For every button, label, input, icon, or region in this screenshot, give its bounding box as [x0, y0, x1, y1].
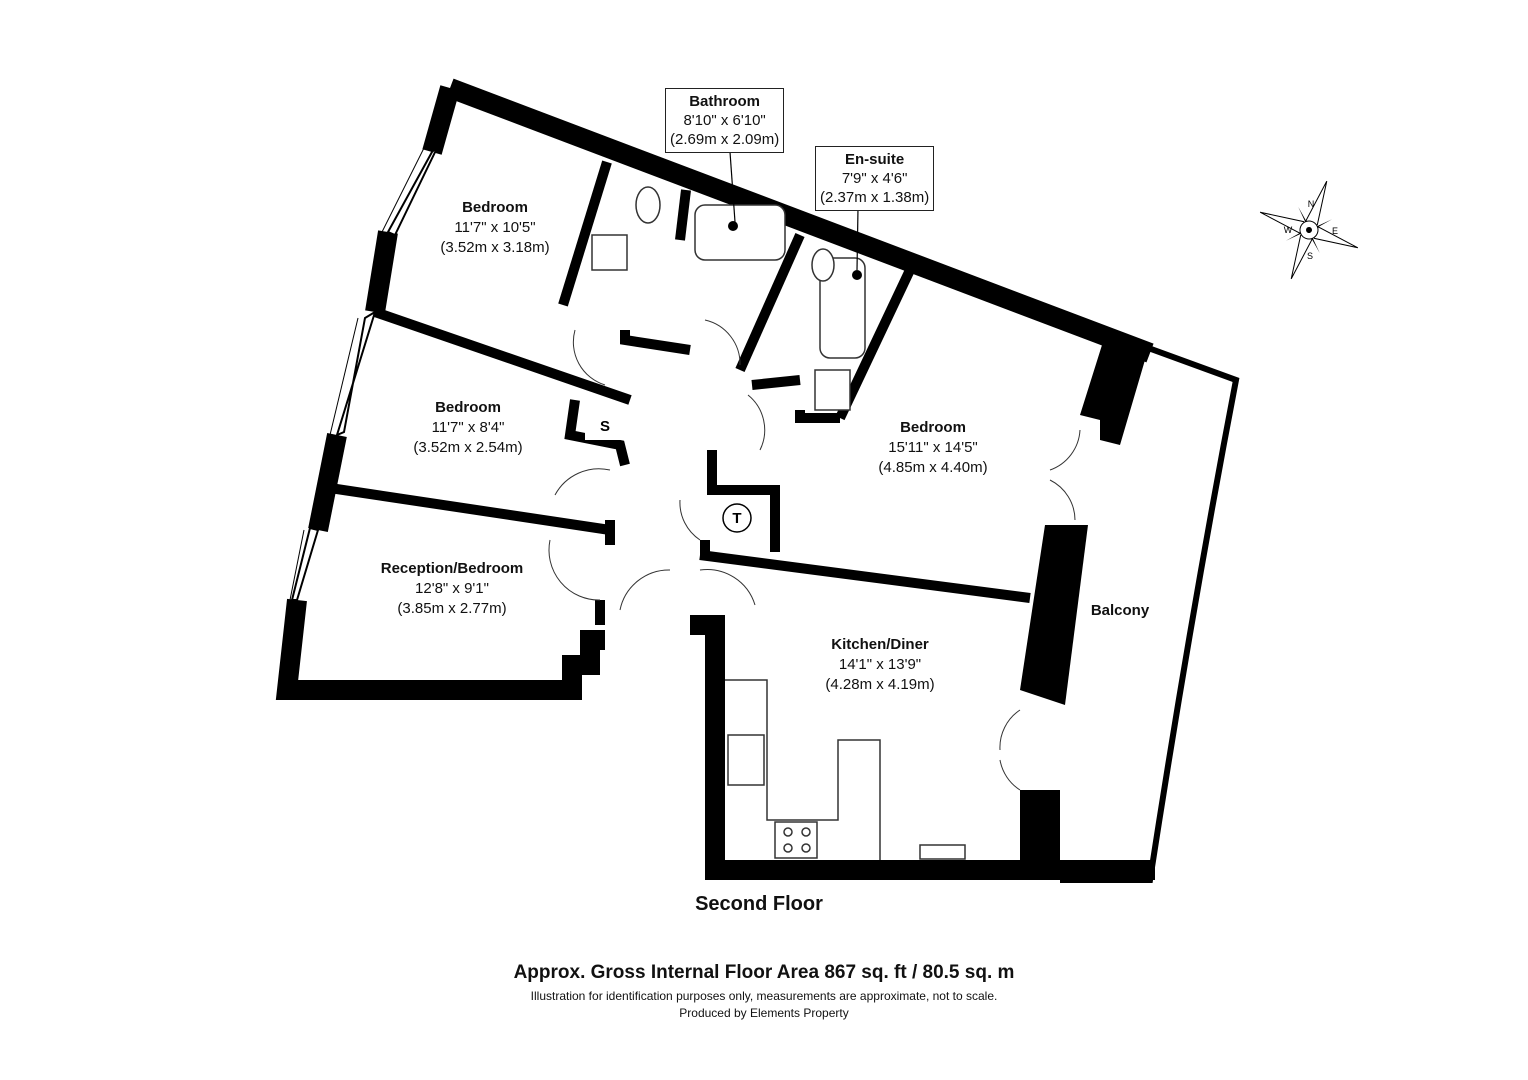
floor-area: Approx. Gross Internal Floor Area 867 sq…	[513, 962, 1015, 983]
tank-symbol	[722, 503, 752, 533]
balcony-piers	[1020, 345, 1145, 880]
kitchen-label: Kitchen/Diner 14'1" x 13'9" (4.28m x 4.1…	[800, 635, 960, 695]
bedroom2-metric: (3.52m x 2.54m)	[413, 439, 523, 456]
storage-cupboard	[585, 410, 625, 440]
bedroom1-label: Bedroom 11'7" x 10'5" (3.52m x 3.18m)	[420, 198, 570, 258]
bathroom-metric: (2.69m x 2.09m)	[670, 131, 780, 148]
bedroom2-imperial: 11'7" x 8'4"	[431, 419, 505, 436]
master-bedroom-label: Bedroom 15'11" x 14'5" (4.85m x 4.40m)	[858, 418, 1008, 478]
bedroom1-metric: (3.52m x 3.18m)	[440, 239, 550, 256]
ensuite-name: En-suite	[845, 151, 905, 168]
balcony-label: Balcony	[1070, 601, 1170, 621]
windows	[290, 145, 439, 601]
storage-label: S	[600, 418, 610, 435]
callout-leaders	[729, 151, 859, 271]
bathroom-imperial: 8'10" x 6'10"	[683, 112, 766, 129]
outer-walls	[275, 78, 1155, 880]
kitchen-units	[725, 679, 966, 860]
reception-imperial: 12'8" x 9'1"	[415, 580, 489, 597]
ensuite-callout: En-suite 7'9" x 4'6" (2.37m x 1.38m)	[815, 146, 935, 211]
compass-e: E	[1332, 226, 1338, 236]
bathroom-fixtures	[591, 186, 866, 411]
master-bedroom-name: Bedroom	[900, 419, 966, 436]
master-bedroom-metric: (4.85m x 4.40m)	[878, 459, 988, 476]
reception-name: Reception/Bedroom	[380, 560, 524, 577]
disclaimer: Illustration for identification purposes…	[530, 989, 998, 1003]
balcony-name: Balcony	[1090, 602, 1150, 619]
compass-n: N	[1308, 199, 1315, 209]
kitchen-metric: (4.28m x 4.19m)	[825, 676, 935, 693]
master-bedroom-imperial: 15'11" x 14'5"	[888, 439, 978, 456]
bedroom2-name: Bedroom	[435, 399, 501, 416]
bedroom2-label: Bedroom 11'7" x 8'4" (3.52m x 2.54m)	[393, 398, 543, 458]
ensuite-imperial: 7'9" x 4'6"	[841, 170, 908, 187]
kitchen-name: Kitchen/Diner	[831, 636, 929, 653]
kitchen-imperial: 14'1" x 13'9"	[838, 656, 922, 673]
balcony-outline	[1060, 342, 1240, 883]
floor-name: Second Floor	[695, 893, 823, 915]
compass-rose	[1259, 180, 1359, 280]
reception-metric: (3.85m x 2.77m)	[397, 600, 507, 617]
bathroom-callout: Bathroom 8'10" x 6'10" (2.69m x 2.09m)	[665, 88, 785, 153]
bathroom-name: Bathroom	[689, 93, 761, 110]
tank-label: T	[732, 510, 741, 527]
compass-s: S	[1307, 251, 1313, 261]
ensuite-metric: (2.37m x 1.38m)	[820, 189, 930, 206]
internal-walls	[329, 160, 1031, 625]
doors	[548, 319, 1081, 791]
reception-label: Reception/Bedroom 12'8" x 9'1" (3.85m x …	[362, 559, 542, 619]
credit: Produced by Elements Property	[679, 1006, 849, 1020]
bedroom1-imperial: 11'7" x 10'5"	[454, 219, 536, 236]
compass-w: W	[1284, 225, 1293, 235]
bedroom1-name: Bedroom	[462, 199, 528, 216]
